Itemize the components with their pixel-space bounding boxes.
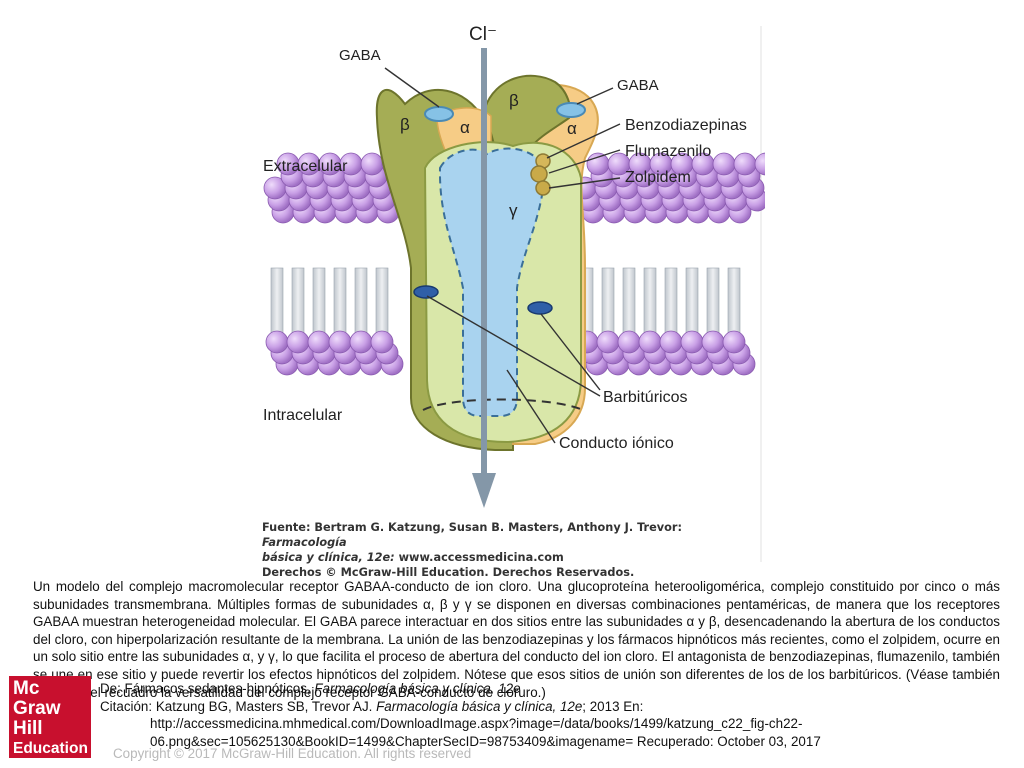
citation-de-ital: Farmacología básica y clínica, 12e xyxy=(314,681,521,696)
benzodiazepinas-label: Benzodiazepinas xyxy=(625,117,747,134)
source-line2: www.accessmedicina.com xyxy=(398,551,564,564)
lipid-tail xyxy=(375,267,389,337)
source-line3: Derechos © McGraw-Hill Education. Derech… xyxy=(262,566,635,579)
flumazenilo-label: Flumazenilo xyxy=(625,143,711,160)
lipid-tail xyxy=(622,267,636,337)
leader-lines xyxy=(384,67,621,444)
lipid-tail xyxy=(333,267,347,337)
lipid-head xyxy=(754,152,765,176)
lipid-tail xyxy=(354,267,368,337)
figure-source: Fuente: Bertram G. Katzung, Susan B. Mas… xyxy=(262,520,742,580)
beta-right-label: β xyxy=(509,91,519,110)
conducto-label: Conducto iónico xyxy=(559,435,674,452)
beta-left-label: β xyxy=(400,115,410,134)
lipid-tail xyxy=(706,267,720,337)
ion-channel xyxy=(438,147,547,417)
barbiturate-site-left xyxy=(413,285,439,299)
citation-line: Citación: Katzung BG, Masters SB, Trevor… xyxy=(100,698,373,714)
mcgraw-hill-logo: Mc Graw Hill Education xyxy=(9,676,91,758)
lipid-head xyxy=(586,152,610,176)
lipid-head xyxy=(265,330,289,354)
logo-line1: Mc xyxy=(13,678,40,699)
lipid-tail xyxy=(727,267,741,337)
gaba-receptor-diagram: Cl⁻ GABA GABA β α β α γ Extracelular Int… xyxy=(263,24,765,562)
receptor-complex xyxy=(375,74,599,451)
gaba-site-right xyxy=(556,102,586,118)
figure-caption: Un modelo del complejo macromolecular re… xyxy=(33,579,1000,700)
source-line1-ital: Farmacología xyxy=(262,536,347,549)
beta-subunit-right xyxy=(483,74,572,149)
logo-line3: Hill xyxy=(13,718,43,739)
lipid-head xyxy=(680,330,704,354)
citation-suffix: ; 2013 En: xyxy=(582,698,644,714)
alpha-right-label: α xyxy=(567,119,577,138)
logo-line4: Education xyxy=(13,740,88,757)
lipid-head xyxy=(349,330,373,354)
benzodiazepine-site xyxy=(530,153,551,196)
lipid-tail xyxy=(291,267,305,337)
source-line2-ital: básica y clínica, 12e: xyxy=(262,551,395,564)
lipid-tail xyxy=(312,267,326,337)
lipid-head xyxy=(701,330,725,354)
gamma-label: γ xyxy=(509,201,518,220)
source-line1: Fuente: Bertram G. Katzung, Susan B. Mas… xyxy=(262,521,682,534)
extracelular-label: Extracelular xyxy=(263,158,348,175)
lipid-head xyxy=(360,152,384,176)
lipid-head xyxy=(638,330,662,354)
lipid-head xyxy=(596,330,620,354)
intracelular-label: Intracelular xyxy=(263,407,343,424)
lipid-head xyxy=(659,330,683,354)
copyright-text: Copyright © 2017 McGraw-Hill Education. … xyxy=(113,746,472,761)
lipid-tail xyxy=(270,267,284,337)
citation-url1[interactable]: http://accessmedicina.mhmedical.com/Down… xyxy=(150,716,803,731)
lipid-tail xyxy=(685,267,699,337)
barbiturate-site-right xyxy=(527,301,553,315)
citation-url2: 06.png&sec=105625130&BookID=1499&Chapter… xyxy=(150,733,821,749)
lipid-head xyxy=(307,330,331,354)
lipid-tail xyxy=(643,267,657,337)
lipid-head xyxy=(617,330,641,354)
lipid-head xyxy=(712,152,736,176)
gaba-label-left: GABA xyxy=(339,47,381,64)
citation-ital: Farmacología básica y clínica, 12e xyxy=(376,698,583,714)
barbituricos-label: Barbitúricos xyxy=(603,389,687,406)
alpha-left-label: α xyxy=(460,118,470,137)
zolpidem-label: Zolpidem xyxy=(625,169,691,186)
chloride-label: Cl⁻ xyxy=(469,24,497,45)
lipid-head xyxy=(722,330,746,354)
citation-de: De: Fármacos sedantes-hipnóticos, xyxy=(100,681,311,696)
lipid-tail xyxy=(601,267,615,337)
lipid-head xyxy=(733,152,757,176)
gaba-label-right: GABA xyxy=(617,77,659,94)
lipid-tail xyxy=(664,267,678,337)
citation-block: De: Fármacos sedantes-hipnóticos, Farmac… xyxy=(100,680,1000,750)
cell-membrane xyxy=(263,152,765,376)
gaba-site-left xyxy=(424,106,454,122)
lipid-head xyxy=(328,330,352,354)
lipid-head xyxy=(370,330,394,354)
chloride-flow-arrow xyxy=(472,48,496,508)
lipid-head xyxy=(286,330,310,354)
logo-line2: Graw xyxy=(13,698,61,719)
